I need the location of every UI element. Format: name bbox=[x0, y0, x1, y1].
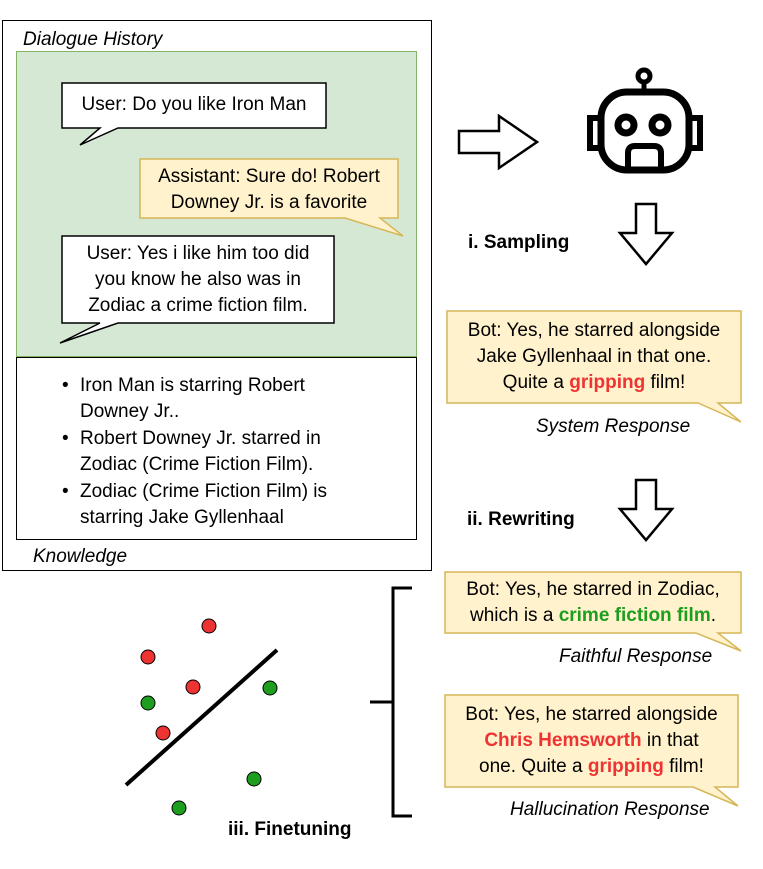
hallucinated-word: gripping bbox=[587, 756, 664, 777]
dialogue-knowledge-frame bbox=[2, 20, 432, 571]
user-message-2-line: User: Yes i like him too did bbox=[86, 243, 310, 264]
knowledge-item: Iron Man is starring Robert Downey Jr.. bbox=[62, 373, 327, 425]
faithful-response-line: Bot: Yes, he starred in Zodiac, bbox=[466, 579, 720, 600]
green-point bbox=[140, 695, 156, 711]
hallucination-response-line: one. Quite a gripping film! bbox=[445, 754, 738, 780]
user-bubble-1-shape bbox=[61, 82, 327, 146]
red-point bbox=[201, 618, 217, 634]
decision-boundary-line bbox=[124, 648, 279, 787]
knowledge-item-line: Iron Man is starring Robert bbox=[80, 375, 305, 396]
hallucination-response-bubble-shape bbox=[444, 694, 739, 807]
hallucination-response-text: Bot: Yes, he starred alongside Chris Hem… bbox=[445, 702, 738, 780]
text-span: film! bbox=[663, 756, 704, 777]
red-point bbox=[185, 679, 201, 695]
knowledge-item-line: Zodiac (Crime Fiction Film) is bbox=[80, 481, 328, 502]
assistant-bubble-shape bbox=[139, 158, 404, 237]
user-message-2-line: you know he also was in bbox=[95, 269, 301, 290]
knowledge-list: Iron Man is starring Robert Downey Jr.. … bbox=[62, 373, 327, 531]
scatter-plot bbox=[124, 618, 279, 816]
text-span: which is a bbox=[469, 605, 559, 626]
knowledge-item: Robert Downey Jr. starred in Zodiac (Cri… bbox=[62, 426, 327, 478]
text-span: in that bbox=[641, 730, 699, 751]
right-arrow-icon bbox=[457, 113, 540, 171]
user-bubble-2-shape bbox=[59, 235, 335, 344]
hallucination-response-caption: Hallucination Response bbox=[510, 799, 710, 820]
faithful-phrase: crime fiction film bbox=[558, 605, 711, 626]
text-span: one. Quite a bbox=[479, 756, 588, 777]
step-sampling-label: i. Sampling bbox=[468, 232, 570, 253]
knowledge-title: Knowledge bbox=[33, 546, 128, 567]
assistant-message-line: Downey Jr. is a favorite bbox=[170, 192, 368, 213]
assistant-message-line: Assistant: Sure do! Robert bbox=[158, 166, 380, 187]
knowledge-item-line: starring Jake Gyllenhaal bbox=[80, 507, 284, 528]
system-response-caption: System Response bbox=[536, 416, 691, 437]
step-finetuning-label: iii. Finetuning bbox=[228, 819, 352, 840]
text-span: film! bbox=[645, 372, 686, 393]
text-span: Quite a bbox=[502, 372, 570, 393]
knowledge-item: Zodiac (Crime Fiction Film) is starring … bbox=[62, 479, 328, 531]
system-response-text: Bot: Yes, he starred alongside Jake Gyll… bbox=[447, 318, 741, 396]
hallucination-response-line: Chris Hemsworth in that bbox=[445, 728, 738, 754]
knowledge-item-line: Downey Jr.. bbox=[80, 401, 180, 422]
green-point bbox=[171, 800, 187, 816]
hallucinated-entity: Chris Hemsworth bbox=[484, 730, 642, 751]
green-point bbox=[246, 771, 262, 787]
system-response-line: Bot: Yes, he starred alongside bbox=[467, 320, 721, 341]
knowledge-list-container: Iron Man is starring Robert Downey Jr.. … bbox=[62, 373, 327, 532]
dialogue-history-title: Dialogue History bbox=[23, 29, 163, 50]
red-point bbox=[140, 649, 156, 665]
down-arrow-icon bbox=[617, 478, 675, 542]
text-span: . bbox=[710, 605, 716, 626]
system-response-line: Jake Gyllenhaal in that one. bbox=[476, 346, 712, 367]
user-message-2-line: Zodiac a crime fiction film. bbox=[88, 295, 308, 316]
user-message-1: User: Do you like Iron Man bbox=[81, 94, 307, 115]
assistant-message: Assistant: Sure do! Robert Downey Jr. is… bbox=[140, 164, 398, 216]
user-message-2: User: Yes i like him too did you know he… bbox=[62, 241, 334, 319]
down-arrow-icon bbox=[617, 202, 675, 266]
faithful-response-caption: Faithful Response bbox=[559, 646, 713, 667]
hallucination-response-line: Bot: Yes, he starred alongside bbox=[465, 704, 718, 725]
faithful-response-line: which is a crime fiction film. bbox=[445, 603, 741, 629]
robot-icon bbox=[587, 67, 703, 174]
green-point bbox=[262, 680, 278, 696]
step-rewriting-label: ii. Rewriting bbox=[467, 509, 575, 530]
faithful-response-text: Bot: Yes, he starred in Zodiac, which is… bbox=[445, 577, 741, 629]
faithful-response-bubble-shape bbox=[444, 571, 742, 652]
response-bracket bbox=[370, 586, 412, 818]
hallucinated-word: gripping bbox=[569, 372, 646, 393]
system-response-line: Quite a gripping film! bbox=[447, 370, 741, 396]
knowledge-item-line: Robert Downey Jr. starred in bbox=[80, 428, 321, 449]
system-response-bubble-shape bbox=[446, 310, 742, 423]
knowledge-item-line: Zodiac (Crime Fiction Film). bbox=[80, 454, 314, 475]
red-point bbox=[155, 725, 171, 741]
